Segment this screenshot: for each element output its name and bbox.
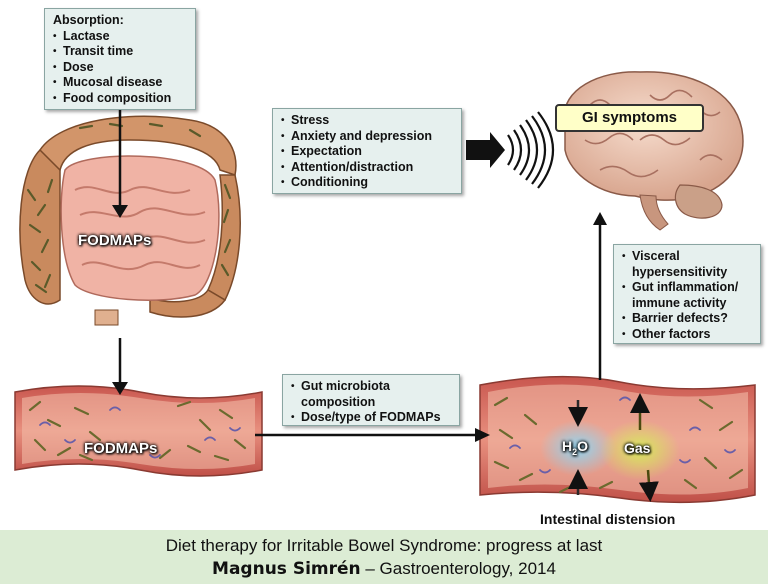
caption-title: Diet therapy for Irritable Bowel Syndrom…	[165, 536, 603, 555]
caption-author: Magnus Simrén	[212, 559, 361, 579]
absorption-title: Absorption:	[53, 13, 124, 27]
list-item-line: Visceral	[632, 249, 680, 263]
list-item: Gut inflammation/ immune activity	[622, 280, 752, 311]
absorption-list: Lactase Transit time Dose Mucosal diseas…	[53, 29, 187, 107]
list-item: Stress	[281, 113, 453, 129]
list-item: Anxiety and depression	[281, 129, 453, 145]
colon-illustration	[19, 115, 241, 326]
list-item-line: Gut microbiota	[301, 379, 390, 393]
h2o-label: H2O	[562, 438, 588, 457]
list-item: Conditioning	[281, 175, 453, 191]
gas-label: Gas	[624, 440, 651, 456]
list-item: Gut microbiota composition	[291, 379, 451, 410]
caption-bar: Diet therapy for Irritable Bowel Syndrom…	[0, 530, 768, 584]
psychological-factors-list: Stress Anxiety and depression Expectatio…	[281, 113, 453, 191]
intestine-section-left	[14, 385, 263, 477]
microbiota-box: Gut microbiota composition Dose/type of …	[282, 374, 460, 426]
list-item: Food composition	[53, 91, 187, 107]
list-item: Mucosal disease	[53, 75, 187, 91]
intestine-section-right	[479, 375, 756, 504]
absorption-box: Absorption: Lactase Transit time Dose Mu…	[44, 8, 196, 110]
list-item-line: composition	[301, 394, 376, 409]
list-item-line: immune activity	[632, 295, 727, 310]
visceral-factors-list: Visceral hypersensitivity Gut inflammati…	[622, 249, 752, 342]
list-item: Attention/distraction	[281, 160, 453, 176]
caption-citation: Magnus Simrén – Gastroenterology, 2014	[0, 559, 768, 579]
list-item: Expectation	[281, 144, 453, 160]
caption-source: – Gastroenterology, 2014	[360, 559, 556, 578]
signal-waves	[507, 111, 555, 189]
list-item: Other factors	[622, 327, 752, 343]
visceral-factors-box: Visceral hypersensitivity Gut inflammati…	[613, 244, 761, 344]
gi-symptoms-label: GI symptoms	[555, 104, 704, 132]
list-item-line: Other factors	[632, 326, 711, 341]
microbiota-list: Gut microbiota composition Dose/type of …	[291, 379, 451, 426]
psychological-factors-box: Stress Anxiety and depression Expectatio…	[272, 108, 462, 194]
h2o-subscript: 2	[572, 446, 578, 457]
flow-arrows	[112, 105, 607, 442]
list-item-line: hypersensitivity	[632, 264, 728, 279]
h2o-h: H	[562, 438, 573, 454]
fodmap-diagram: Absorption: Lactase Transit time Dose Mu…	[0, 0, 768, 530]
h2o-o: O	[577, 438, 589, 454]
list-item-line: Gut inflammation/	[632, 280, 739, 294]
list-item-line: Dose/type of FODMAPs	[301, 410, 441, 424]
list-item: Visceral hypersensitivity	[622, 249, 752, 280]
list-item: Dose/type of FODMAPs	[291, 410, 451, 426]
intestinal-distension-label: Intestinal distension	[540, 511, 676, 527]
list-item-line: Barrier defects?	[632, 311, 728, 325]
fodmaps-section-label: FODMAPs	[84, 440, 158, 457]
brain-illustration	[563, 71, 744, 231]
list-item: Transit time	[53, 44, 187, 60]
list-item: Lactase	[53, 29, 187, 45]
fodmaps-colon-label: FODMAPs	[78, 232, 152, 249]
diagram-graphics	[14, 71, 756, 504]
list-item: Dose	[53, 60, 187, 76]
list-item: Barrier defects?	[622, 311, 752, 327]
